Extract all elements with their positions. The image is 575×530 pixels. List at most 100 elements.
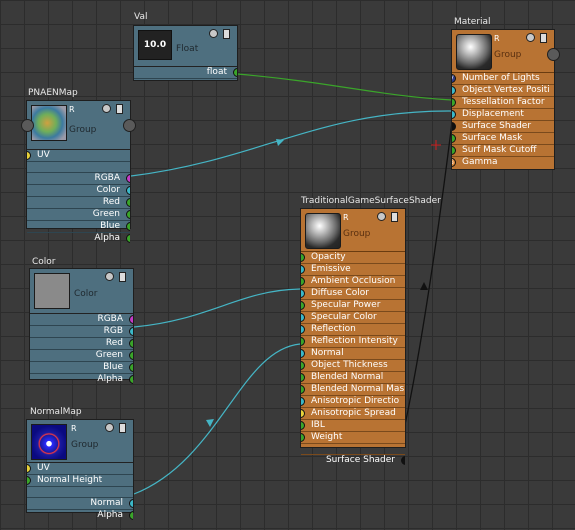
color-node[interactable]: Color RGBA RGB Red Green Blue Alpha <box>29 268 134 384</box>
input-port[interactable] <box>301 277 305 286</box>
input-port[interactable] <box>452 122 456 131</box>
input-port[interactable] <box>301 265 305 274</box>
input-port[interactable] <box>301 253 305 262</box>
input-port[interactable] <box>301 349 305 358</box>
wire-normal-to-normal[interactable] <box>133 343 301 495</box>
normalmap-node[interactable]: R Group UV Normal Height Normal Alpha <box>26 419 134 520</box>
output-port[interactable] <box>126 222 130 231</box>
input-port[interactable] <box>301 409 305 418</box>
shader-node-title: TraditionalGameSurfaceShader <box>301 196 441 206</box>
val-node-title: Val <box>134 12 148 22</box>
node-lock-icon[interactable] <box>223 29 230 39</box>
input-port[interactable] <box>452 86 456 95</box>
input-label: Anisotropic Directio <box>311 396 400 406</box>
input-port[interactable] <box>27 464 31 473</box>
shader-node[interactable]: R Group Opacity Emissive Ambient Occlusi… <box>300 208 406 465</box>
input-port[interactable] <box>452 146 456 155</box>
wire-color-to-displacement[interactable] <box>130 110 453 177</box>
collapse-knob[interactable] <box>547 48 560 61</box>
node-lock-icon[interactable] <box>391 212 398 222</box>
collapse-knob[interactable] <box>21 119 34 132</box>
input-port[interactable] <box>301 433 305 442</box>
input-port[interactable] <box>301 361 305 370</box>
pnaen-output-row: Green <box>27 209 130 221</box>
shader-input-row: Blended Normal Mas <box>301 384 405 396</box>
input-port[interactable] <box>301 421 305 430</box>
output-port[interactable] <box>401 456 405 465</box>
output-label: Alpha <box>97 510 123 520</box>
input-label: Object Thickness <box>311 360 388 370</box>
output-port[interactable] <box>126 198 130 207</box>
input-label: Normal <box>311 348 344 358</box>
node-lock-icon[interactable] <box>540 33 547 43</box>
color-output-row: Blue <box>30 362 133 374</box>
input-port[interactable] <box>301 301 305 310</box>
node-options-icon[interactable] <box>526 33 535 42</box>
input-port[interactable] <box>27 476 31 485</box>
shader-sphere-preview <box>305 213 341 249</box>
output-port[interactable] <box>129 315 133 324</box>
input-port[interactable] <box>301 373 305 382</box>
color-output-row: Green <box>30 350 133 362</box>
pnaen-node[interactable]: R Group UV RGBA Color Red Green Blue Alp… <box>21 100 136 243</box>
node-lock-icon[interactable] <box>119 423 126 433</box>
input-port[interactable] <box>452 98 456 107</box>
output-port[interactable] <box>129 351 133 360</box>
wire-float-to-tessellation[interactable] <box>236 73 453 101</box>
node-options-icon[interactable] <box>105 272 114 281</box>
output-port[interactable] <box>129 511 133 520</box>
output-label: Blue <box>103 362 123 372</box>
output-port[interactable] <box>233 68 237 77</box>
input-port[interactable] <box>301 337 305 346</box>
output-port[interactable] <box>129 339 133 348</box>
material-node[interactable]: R Group VNumber of Lights Object Vertex … <box>451 29 560 170</box>
normalmap-input-row: UV <box>27 463 133 475</box>
output-port[interactable] <box>129 499 133 508</box>
input-port[interactable]: G <box>452 158 456 167</box>
collapse-knob[interactable] <box>123 119 136 132</box>
output-port[interactable] <box>126 210 130 219</box>
node-options-icon[interactable] <box>377 212 386 221</box>
input-port[interactable] <box>301 397 305 406</box>
input-port[interactable] <box>452 134 456 143</box>
shader-input-row: Anisotropic Directio <box>301 396 405 408</box>
node-lock-icon[interactable] <box>119 272 126 282</box>
input-port[interactable] <box>27 151 31 160</box>
input-label: Reflection <box>311 324 356 334</box>
input-port[interactable] <box>301 289 305 298</box>
val-node[interactable]: 10.0 Float float <box>133 25 238 81</box>
color-header: Color <box>30 269 133 314</box>
wire-shader-to-material[interactable] <box>401 121 453 439</box>
input-port[interactable]: V <box>452 74 456 83</box>
output-port[interactable] <box>129 327 133 336</box>
input-label: Surface Shader <box>462 121 532 131</box>
output-port[interactable] <box>126 174 130 183</box>
normalmap-output-row: Normal <box>27 498 133 510</box>
output-port[interactable] <box>129 363 133 372</box>
val-value-display[interactable]: 10.0 <box>138 30 172 60</box>
pnaen-output-row: Blue <box>27 221 130 233</box>
color-output-row: RGB <box>30 326 133 338</box>
input-port[interactable] <box>452 110 456 119</box>
output-port[interactable] <box>129 375 133 384</box>
output-label: Alpha <box>94 233 120 243</box>
color-swatch[interactable] <box>34 273 70 309</box>
normalmap-texture-thumbnail <box>31 424 67 460</box>
pnaen-node-title: PNAENMap <box>28 88 78 98</box>
node-options-icon[interactable] <box>102 104 111 113</box>
wire-rgb-to-diffuse[interactable] <box>133 288 301 328</box>
output-port[interactable] <box>126 186 130 195</box>
node-options-icon[interactable] <box>105 423 114 432</box>
input-port[interactable] <box>301 325 305 334</box>
input-label: Diffuse Color <box>311 288 369 298</box>
node-options-icon[interactable] <box>209 29 218 38</box>
shader-sub-label: R <box>343 213 349 222</box>
input-label: Specular Power <box>311 300 381 310</box>
output-label: Color <box>96 185 121 195</box>
node-lock-icon[interactable] <box>116 104 123 114</box>
input-label: Surface Mask <box>462 133 523 143</box>
output-port[interactable] <box>126 234 130 243</box>
input-port[interactable] <box>301 313 305 322</box>
val-type-label: Float <box>176 44 199 54</box>
input-port[interactable] <box>301 385 305 394</box>
